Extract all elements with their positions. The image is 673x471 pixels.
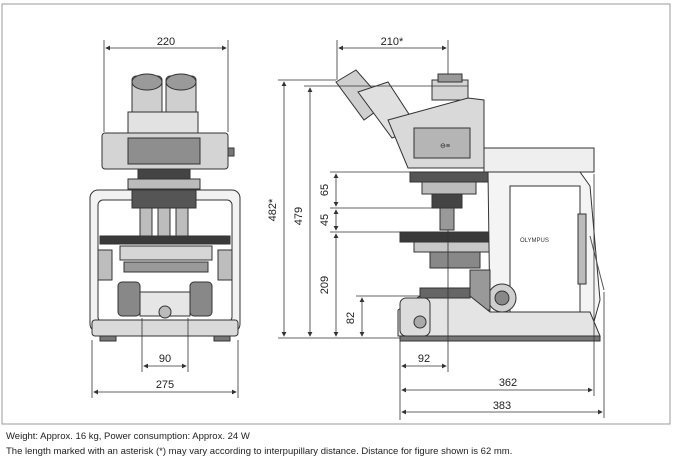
- dim-front-220: [103, 40, 229, 132]
- dim-side-383: [401, 292, 605, 418]
- dim-label-side-92: 92: [418, 353, 430, 365]
- side-view-microscope: ⊖≡ OLYMPUS: [335, 69, 605, 342]
- dim-side-362: [401, 174, 595, 396]
- dim-label-side-82: 82: [345, 312, 357, 324]
- dim-side-479: [278, 85, 468, 339]
- figure-border: [1, 3, 671, 425]
- dim-side-210: [336, 40, 449, 80]
- dim-side-stack: [330, 171, 440, 337]
- dim-label-side-height: 479: [293, 207, 305, 225]
- dim-label-side-45: 45: [319, 214, 331, 226]
- dim-label-side-total: 482*: [267, 198, 279, 221]
- dim-front-275: [91, 340, 239, 398]
- dim-label-front-stage: 90: [159, 353, 171, 365]
- dim-label-front-width: 220: [157, 36, 175, 48]
- dim-side-482: [278, 79, 336, 337]
- dim-label-side-209: 209: [319, 276, 331, 294]
- dim-label-side-65: 65: [319, 184, 331, 196]
- svg-text:⊖≡: ⊖≡: [440, 143, 450, 150]
- side-brand-label: OLYMPUS: [520, 238, 549, 244]
- dim-front-90: [141, 318, 189, 372]
- dim-label-side-362: 362: [499, 377, 517, 389]
- dim-label-side-top: 210*: [381, 36, 404, 48]
- dim-label-front-base: 275: [156, 379, 174, 391]
- dim-side-92: [399, 230, 449, 420]
- front-view-microscope: [89, 73, 241, 342]
- spec-note-asterisk: The length marked with an asterisk (*) m…: [6, 446, 513, 457]
- spec-note-weight: Weight: Approx. 16 kg, Power consumption…: [6, 431, 250, 442]
- dim-label-side-383: 383: [493, 400, 511, 412]
